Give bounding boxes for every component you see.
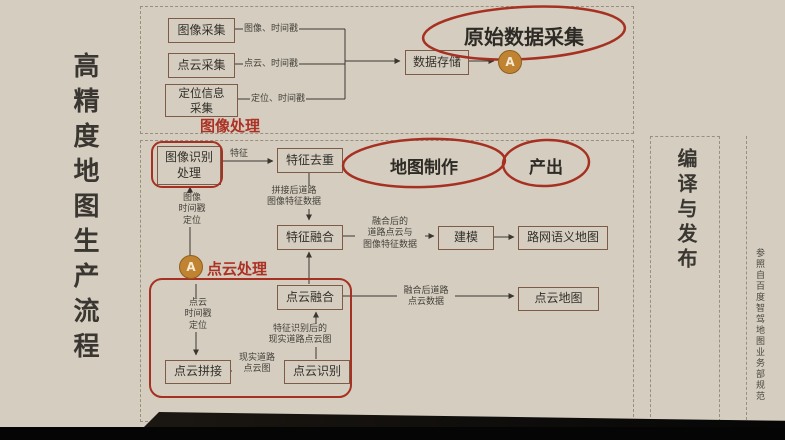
bottom-black-bar (0, 427, 785, 440)
edge-label-feature: 特征 (229, 149, 250, 161)
edge-label-fused-road-pc: 融合后道路 点云数据 (397, 286, 455, 309)
stage-title-raw-collection: 原始数据采集 (464, 25, 584, 49)
badge-a-raw-collection: A (498, 50, 522, 74)
slide-title: 高精度地图生产流程 (69, 52, 99, 367)
node-semantic-map: 路网语义地图 (518, 226, 608, 250)
node-pointcloud-map: 点云地图 (518, 287, 599, 311)
edge-label-location-timestamp: 定位、时间戳 (250, 94, 307, 106)
node-image-recognition: 图像识别 处理 (157, 146, 221, 185)
node-feature-fusion: 特征融合 (277, 225, 343, 250)
badge-a-pointcloud: A (179, 255, 203, 279)
edge-label-fused-road-pc-image-features: 融合后的 道路点云与 图像特征数据 (355, 217, 425, 251)
node-location-collect: 定位信息 采集 (165, 84, 238, 117)
node-pointcloud-collect: 点云采集 (168, 53, 235, 78)
side-note: 参照自百度智驾地图业务部规范 (754, 248, 764, 402)
edge-label-pointcloud-timestamp: 点云、时间戳 (243, 59, 300, 71)
label-pointcloud-processing: 点云处理 (207, 260, 268, 278)
node-pointcloud-stitch: 点云拼接 (165, 360, 231, 384)
stage-title-output: 产出 (529, 158, 563, 178)
edge-label-real-road-pc: 现实道路 点云图 (232, 353, 282, 376)
dashed-box-raw-collection (140, 6, 634, 134)
label-image-processing: 图像处理 (200, 117, 261, 135)
edge-label-image-ts-location: 图像 时间戳 定位 (175, 193, 209, 227)
dashed-divider-note (746, 136, 747, 420)
node-pointcloud-fusion: 点云融合 (277, 285, 343, 310)
node-pointcloud-recognition: 点云识别 (284, 360, 350, 384)
edge-label-pc-ts-location: 点云 时间戳 定位 (181, 298, 215, 332)
node-modeling: 建模 (438, 226, 494, 250)
stage-title-map-making: 地图制作 (390, 158, 458, 178)
edge-label-recognized-real-road-pc: 特征识别后的 现实道路点云图 (255, 324, 345, 347)
edge-label-stitched-road-image-features: 拼接后道路 图像特征数据 (253, 186, 335, 209)
edge-label-image-timestamp: 图像、时间戳 (243, 24, 300, 36)
node-data-storage: 数据存储 (405, 50, 469, 75)
node-feature-dedup: 特征去重 (277, 148, 343, 173)
node-image-collect: 图像采集 (168, 18, 235, 43)
label-compile-publish: 编译与发布 (674, 148, 698, 273)
